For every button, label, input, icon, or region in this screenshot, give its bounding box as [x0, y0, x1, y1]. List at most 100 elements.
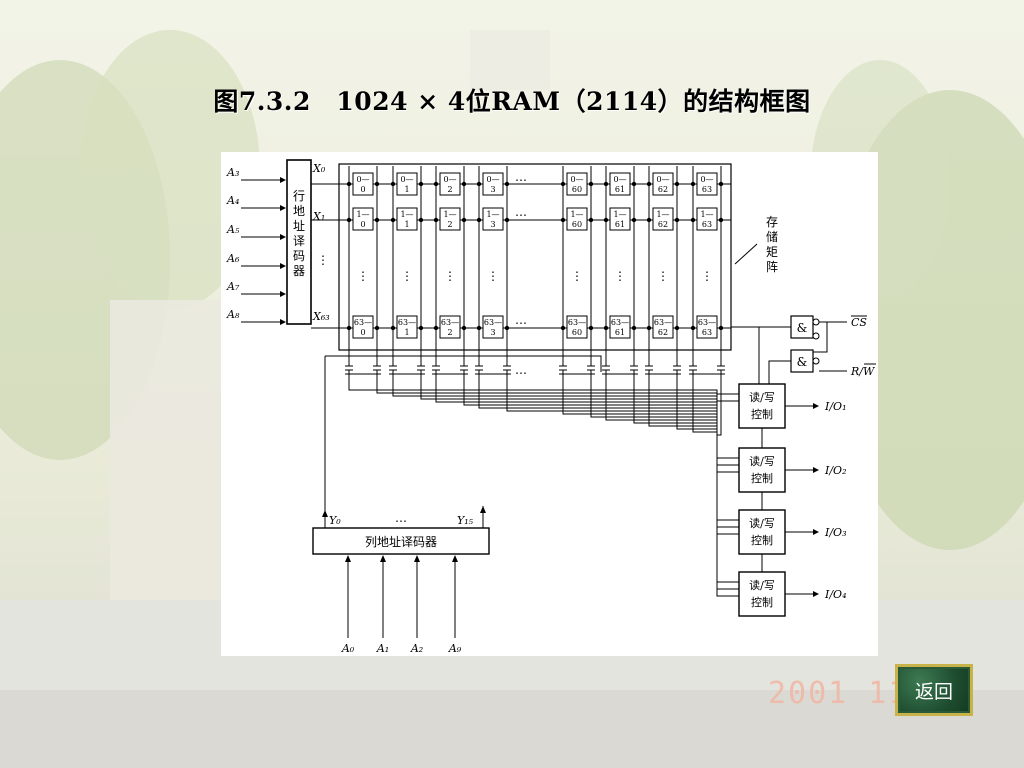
junction-dot — [461, 181, 467, 187]
gate-label: & — [797, 355, 808, 369]
memory-cell-0-62 — [652, 172, 674, 196]
junction-dot — [418, 217, 424, 223]
arrow-head — [813, 467, 819, 473]
data-route-line — [562, 380, 739, 415]
memory-cell-row-label: 0— — [443, 175, 456, 184]
junction-dot — [504, 181, 510, 187]
rw-control-label: 读/写 — [749, 454, 775, 468]
arrow-head — [280, 205, 286, 211]
memory-cell-col-label: 63 — [702, 328, 712, 337]
memory-cell-63-63 — [696, 315, 718, 339]
memory-cell-row-label: 0— — [613, 175, 626, 184]
memory-cell-0-0 — [352, 172, 374, 196]
junction-dot — [646, 217, 652, 223]
gate-link — [813, 322, 828, 353]
junction-dot — [560, 217, 566, 223]
memory-cell-col-label: 61 — [615, 185, 625, 194]
diagram-drawing: A₃A₄A₅A₆A₇A₈行地址译码器X₀X₁X₆₃⋮0—00—10—20—30—… — [226, 159, 876, 655]
junction-dot — [504, 325, 510, 331]
io-label: I/O₂ — [824, 464, 846, 477]
memory-cell-row-label: 63— — [441, 318, 459, 327]
memory-cell-col-label: 3 — [490, 185, 495, 194]
memory-cell-col-label: 0 — [360, 328, 365, 337]
junction-dot — [560, 181, 566, 187]
memory-cell-0-61 — [609, 172, 631, 196]
row-address-label: A₅ — [226, 223, 240, 236]
column-address-label: A₁ — [376, 642, 389, 655]
junction-dot — [631, 217, 637, 223]
memory-cell-1-61 — [609, 207, 631, 231]
matrix-ellipsis: … — [515, 170, 527, 184]
memory-cell-row-label: 1— — [700, 210, 713, 219]
memory-cell-col-label: 63 — [702, 220, 712, 229]
memory-cell-row-label: 1— — [613, 210, 626, 219]
io-label: I/O₁ — [824, 400, 846, 413]
back-button[interactable]: 返回 — [895, 664, 973, 716]
memory-cell-col-label: 61 — [615, 220, 625, 229]
memory-cell-col-label: 62 — [658, 185, 668, 194]
junction-dot — [646, 181, 652, 187]
matrix-vdots: ⋮ — [657, 269, 669, 283]
junction-dot — [603, 325, 609, 331]
row-address-label: A₆ — [226, 252, 240, 265]
memory-cell-1-1 — [396, 207, 418, 231]
data-route-line — [676, 380, 739, 583]
data-route-line — [478, 380, 739, 583]
junction-dot — [476, 181, 482, 187]
matrix-vdots: ⋮ — [487, 269, 499, 283]
junction-dot — [390, 325, 396, 331]
matrix-vdots: ⋮ — [444, 269, 456, 283]
column-decoder-label: 列地址译码器 — [365, 535, 437, 549]
junction-dot — [374, 217, 380, 223]
row-line-label: X₀ — [312, 162, 326, 175]
memory-cell-col-label: 60 — [572, 185, 582, 194]
memory-cell-row-label: 0— — [486, 175, 499, 184]
arrow-head — [813, 591, 819, 597]
memory-cell-col-label: 62 — [658, 220, 668, 229]
memory-cell-col-label: 3 — [490, 328, 495, 337]
row-address-label: A₃ — [226, 166, 239, 179]
arrow-head — [280, 234, 286, 240]
inverter-bubble — [812, 332, 820, 340]
junction-dot — [476, 217, 482, 223]
column-select-bus — [325, 355, 602, 372]
rw-label: R/W — [850, 365, 876, 378]
row-address-label: A₄ — [226, 194, 239, 207]
memory-cell-row-label: 0— — [570, 175, 583, 184]
memory-cell-1-62 — [652, 207, 674, 231]
junction-dot — [674, 217, 680, 223]
memory-cell-row-label: 63— — [654, 318, 672, 327]
junction-dot — [690, 325, 696, 331]
memory-cell-row-label: 0— — [700, 175, 713, 184]
row-decoder-label: 行地址译码器 — [293, 189, 305, 278]
rw-control-label: 控制 — [751, 533, 773, 547]
memory-cell-1-2 — [439, 207, 461, 231]
storage-matrix-frame — [338, 163, 732, 351]
row-address-label: A₈ — [226, 308, 240, 321]
data-route-line — [716, 380, 739, 436]
matrix-vdots: ⋮ — [614, 269, 626, 283]
rw-control-label: 控制 — [751, 407, 773, 421]
memory-cell-row-label: 63— — [698, 318, 716, 327]
column-address-label: A₀ — [341, 642, 355, 655]
column-address-label: A₉ — [448, 642, 462, 655]
gate-to-matrix-line — [730, 326, 759, 348]
memory-cell-col-label: 0 — [360, 220, 365, 229]
junction-dot — [461, 325, 467, 331]
memory-cell-63-2 — [439, 315, 461, 339]
memory-cell-row-label: 63— — [354, 318, 372, 327]
row-decoder-box — [286, 159, 312, 325]
row-address-label: A₇ — [226, 280, 240, 293]
matrix-ellipsis: … — [515, 205, 527, 219]
memory-cell-row-label: 1— — [443, 210, 456, 219]
junction-dot — [346, 217, 352, 223]
gate-to-rw-line — [758, 326, 791, 384]
column-address-label: A₂ — [410, 642, 423, 655]
memory-cell-col-label: 62 — [658, 328, 668, 337]
data-route-line — [376, 380, 739, 459]
memory-cell-col-label: 2 — [447, 185, 452, 194]
arrow-head — [280, 319, 286, 325]
junction-dot — [588, 181, 594, 187]
column-line-label: Y₁₅ — [457, 514, 474, 527]
memory-cell-col-label: 3 — [490, 220, 495, 229]
